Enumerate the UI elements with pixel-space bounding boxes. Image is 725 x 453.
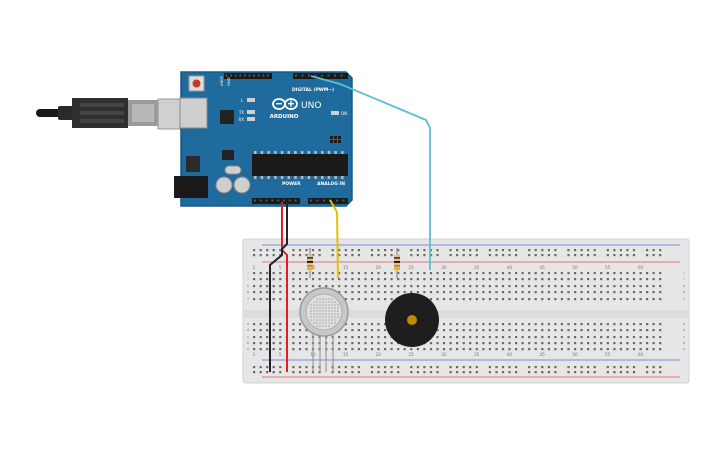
led-tx-label: TX [238,110,244,115]
row-letter: g [683,289,686,294]
regulator [222,150,234,160]
digital-header [224,73,348,79]
chip-pins [254,151,344,179]
column-number: 15 [343,352,349,357]
led-on-label: ON [341,111,347,116]
column-number: 60 [638,352,644,357]
row-letter: i [683,276,684,281]
usb-chip [220,110,234,124]
row-letter: j [246,270,248,275]
led-rx [247,117,255,121]
wires [269,75,431,372]
row-letter: e [683,321,686,326]
piezo-buzzer[interactable] [385,293,439,347]
resistor-1[interactable] [307,248,313,278]
column-number: 30 [441,265,447,270]
center-channel [243,310,689,318]
column-number: 1 [253,352,256,357]
column-number: 35 [474,352,480,357]
column-number: 5 [279,352,282,357]
power-jack [174,176,208,198]
power-label: POWER [282,181,301,187]
reset-button-cap[interactable] [192,79,201,88]
led-tx [247,110,255,114]
atmega-chip [252,154,348,176]
row-letter: h [247,283,250,288]
led-l-label: L [241,98,244,103]
column-number: 30 [441,352,447,357]
column-number: 45 [540,265,546,270]
gnd-label: GND [226,77,231,86]
wire-analog-a0[interactable] [329,199,339,279]
gas-sensor-mesh [310,298,339,327]
column-number: 25 [409,352,415,357]
icsp-header [330,136,341,143]
row-letter: c [247,334,249,339]
row-letter: f [683,296,685,301]
row-letter: j [682,270,684,275]
capacitor-1 [215,176,233,194]
column-number: 15 [343,265,349,270]
column-number: 50 [572,265,578,270]
analog-label: ANALOG IN [317,181,345,187]
led-on [331,111,339,115]
model-label: UNO [301,101,321,111]
column-number: 40 [507,352,513,357]
gas-sensor[interactable] [299,287,349,372]
resistor-2[interactable] [394,248,400,278]
column-number: 25 [409,265,415,270]
column-number: 20 [376,265,382,270]
row-letter: a [683,346,685,351]
voltage-regulator [186,156,200,172]
wire-5v[interactable] [281,202,288,372]
row-letter: i [247,276,248,281]
usb-cable[interactable] [36,98,193,130]
row-letter: b [683,340,686,345]
column-number: 35 [474,265,480,270]
capacitor-2 [233,176,251,194]
digital-label: DIGITAL (PWM~) [292,87,334,93]
crystal [224,165,242,175]
led-rx-label: RX [238,117,244,122]
column-number: 50 [572,352,578,357]
wire-gnd[interactable] [269,202,288,372]
breadboard-column-numbers: 1510152025303540455055601510152025303540… [253,265,644,357]
row-letter: d [683,327,686,332]
column-number: 20 [376,352,382,357]
led-l [247,98,255,102]
arduino-logo [272,98,298,110]
column-number: 40 [507,265,513,270]
row-letter: h [683,283,686,288]
column-number: 60 [638,265,644,270]
row-letter: f [247,296,249,301]
wire-digital[interactable] [310,75,431,270]
column-number: 55 [605,265,611,270]
row-letter: e [247,321,250,326]
row-letter: a [247,346,249,351]
aref-label: AREF [219,76,224,86]
row-letter: d [247,327,250,332]
column-number: 55 [605,352,611,357]
breadboard[interactable]: 1510152025303540455055601510152025303540… [242,238,690,384]
column-number: 5 [279,265,282,270]
usb-jack [179,97,208,129]
brand-label: ARDUINO [270,114,299,120]
row-letter: b [247,340,250,345]
row-letter: g [247,289,250,294]
column-number: 1 [253,265,256,270]
power-header [252,198,300,204]
column-number: 45 [540,352,546,357]
row-letter: c [683,334,685,339]
arduino-uno-board[interactable]: ARDUINO UNO DIGITAL (PWM~) POWER ANALOG … [174,71,353,207]
column-number: 10 [310,265,316,270]
analog-header [308,198,348,204]
